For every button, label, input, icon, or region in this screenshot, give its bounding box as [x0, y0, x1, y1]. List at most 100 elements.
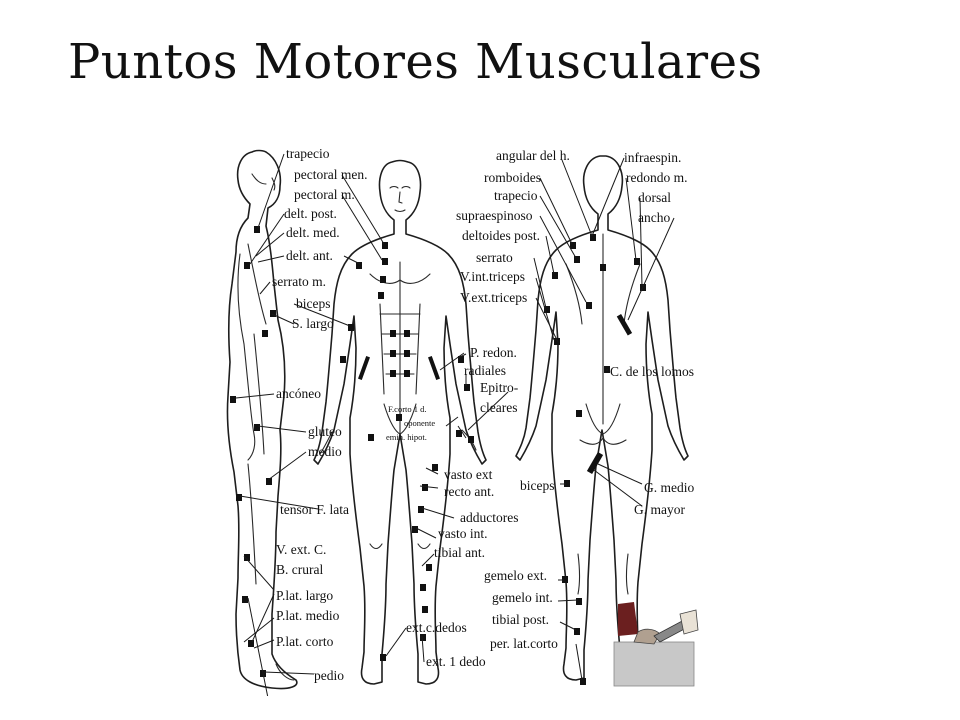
label-v-int-triceps: V.int.triceps — [460, 269, 525, 284]
label-delt-med: delt. med. — [286, 225, 340, 240]
motor-point — [242, 596, 248, 603]
motor-point — [382, 242, 388, 249]
label-radiales: radiales — [464, 363, 506, 378]
motor-point — [340, 356, 346, 363]
label-gemelo-ext: gemelo ext. — [484, 568, 547, 583]
motor-point — [412, 526, 418, 533]
motor-point — [348, 324, 354, 331]
motor-point — [564, 480, 570, 487]
label-v-ext-c: V. ext. C. — [276, 542, 326, 557]
label-ancho: ancho — [638, 210, 670, 225]
label-redondo-m: redondo m. — [626, 170, 688, 185]
label-serrato-m: serrato m. — [272, 274, 326, 289]
label-adductores: adductores — [460, 510, 518, 525]
motor-point — [236, 494, 242, 501]
label-anconeo: ancóneo — [276, 386, 321, 401]
motor-point — [552, 272, 558, 279]
label-vasto-ext: vasto ext — [444, 467, 493, 482]
label-supraespinoso: supraespinoso — [456, 208, 533, 223]
motor-point-bar — [358, 356, 370, 380]
label-p-lat-corto: P.lat. corto — [276, 634, 334, 649]
label-trapecio-back: trapecio — [494, 188, 538, 203]
motor-point — [576, 598, 582, 605]
motor-point — [570, 242, 576, 249]
label-p-lat-largo: P.lat. largo — [276, 588, 333, 603]
label-infraespin: infraespin. — [624, 150, 681, 165]
label-pectoral-m: pectoral m. — [294, 187, 355, 202]
motor-point — [382, 258, 388, 265]
motor-point-bar — [586, 451, 604, 475]
motor-point — [456, 430, 462, 437]
label-pedio: pedio — [314, 668, 344, 683]
front-body-figure — [313, 159, 487, 685]
motor-point — [378, 292, 384, 299]
motor-point — [262, 330, 268, 337]
label-gemelo-int: gemelo int. — [492, 590, 553, 605]
motor-point — [390, 330, 396, 337]
motor-point — [580, 678, 586, 685]
motor-point — [270, 310, 276, 317]
motor-point — [574, 256, 580, 263]
motor-point-bar — [616, 313, 633, 336]
label-g-mayor: G. mayor — [634, 502, 685, 517]
motor-point — [244, 262, 250, 269]
label-oponente: oponente — [404, 418, 435, 428]
motor-point — [554, 338, 560, 345]
motor-point — [380, 654, 386, 661]
label-delt-post: delt. post. — [284, 206, 337, 221]
motor-point — [574, 628, 580, 635]
motor-point — [404, 350, 410, 357]
motor-point — [230, 396, 236, 403]
label-tibial-post: tibial post. — [492, 612, 549, 627]
motor-point — [586, 302, 592, 309]
label-ext-c-dedos: ext.c.dedos — [406, 620, 467, 635]
label-cleares: cleares — [480, 400, 517, 415]
labels: trapecio pectoral men. pectoral m. delt.… — [272, 146, 694, 683]
motor-point — [254, 226, 260, 233]
motor-point — [404, 330, 410, 337]
motor-point — [244, 554, 250, 561]
motor-point — [634, 258, 640, 265]
side-body-figure — [226, 149, 298, 690]
motor-point-bar — [428, 356, 440, 380]
motor-points-diagram: trapecio pectoral men. pectoral m. delt.… — [214, 134, 712, 696]
label-deltoides-post: deltoides post. — [462, 228, 540, 243]
label-delt-ant: delt. ant. — [286, 248, 333, 263]
label-pectoral-men: pectoral men. — [294, 167, 367, 182]
label-tensor-f-lata: tensor F. lata — [280, 502, 349, 517]
label-romboides: romboides — [484, 170, 541, 185]
label-biceps-back: biceps — [520, 478, 555, 493]
label-s-largo: S. largo — [292, 316, 334, 331]
motor-points — [230, 226, 646, 685]
motor-point — [576, 410, 582, 417]
label-epitro: Epitro- — [480, 380, 519, 395]
leader-lines — [235, 153, 675, 696]
label-emin-hipot: emin. hipot. — [386, 432, 427, 442]
label-dorsal: dorsal — [638, 190, 671, 205]
motor-point — [368, 434, 374, 441]
motor-point — [600, 264, 606, 271]
motor-point — [418, 506, 424, 513]
label-per-lat-corto: per. lat.corto — [490, 636, 558, 651]
label-f-corto: F.corto 1 d. — [388, 404, 427, 414]
label-serrato-back: serrato — [476, 250, 513, 265]
motor-point — [266, 478, 272, 485]
motor-point — [356, 262, 362, 269]
motor-point — [396, 414, 402, 421]
label-g-medio: G. medio — [644, 480, 694, 495]
label-c-de-los-lomos: C. de los lomos — [610, 364, 694, 379]
label-trapecio-front: trapecio — [286, 146, 330, 161]
label-biceps-front: biceps — [296, 296, 331, 311]
label-v-ext-triceps: V.ext.triceps — [460, 290, 527, 305]
motor-point — [404, 370, 410, 377]
electrode-illustration — [613, 602, 699, 687]
motor-point — [562, 576, 568, 583]
motor-point — [390, 350, 396, 357]
label-recto-ant: recto ant. — [444, 484, 494, 499]
label-gluteo: gluteo — [308, 424, 342, 439]
label-angular-del-h: angular del h. — [496, 148, 570, 163]
label-p-redon: P. redon. — [470, 345, 517, 360]
slide-title: Puntos Motores Musculares — [68, 34, 763, 90]
motor-point — [544, 306, 550, 313]
motor-point — [420, 584, 426, 591]
